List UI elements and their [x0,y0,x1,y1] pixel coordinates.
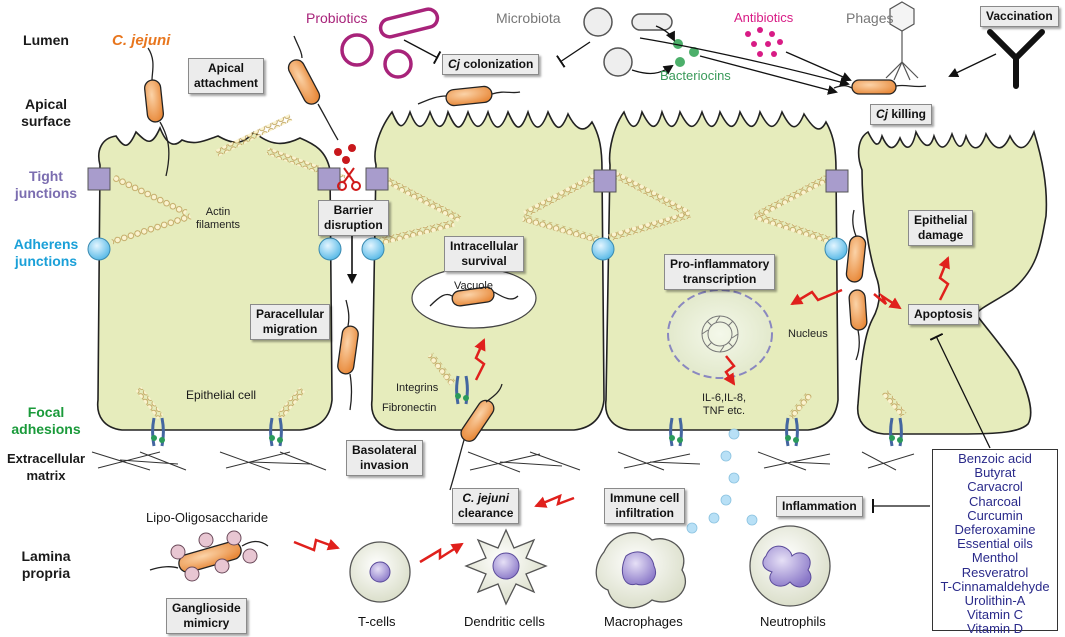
phage-icon [885,1,919,81]
label-t-cells: T-cells [358,614,396,629]
label-neutrophils: Neutrophils [760,614,826,629]
label-phages: Phages [846,10,894,26]
cj-killing-rest: killing [888,107,927,121]
label-antibiotics: Antibiotics [734,10,794,25]
epithelial-cell-1 [96,125,333,431]
bacteriocins-icon [673,39,699,67]
label-macrophages: Macrophages [604,614,683,629]
compound-item: Deferoxamine [954,522,1036,538]
compound-item: Resveratrol [961,564,1029,580]
compounds-list: Benzoic acid Butyrat Carvacrol Charcoal … [932,449,1058,636]
actin-filaments [111,114,907,420]
compound-item: Benzoic acid [958,451,1032,466]
label-bacteriocins: Bacteriocins [660,68,731,83]
label-actin-filaments: Actin filaments [196,206,241,231]
dendritic-cell-icon [464,528,548,606]
microbiota-icon [583,7,673,77]
label-epithelial-cell: Epithelial cell [186,388,257,402]
box-cj-killing: Cj killing [870,104,933,125]
compound-item: T-Cinnamaldehyde [940,578,1050,594]
probiotics-icon [340,7,440,79]
tight-junctions [87,167,849,193]
label-lamina-propria: Lamina propria [21,548,71,581]
antibiotics-arrow [785,51,852,82]
compound-item: Menthol [971,550,1019,566]
lipo-oligosaccharide-beads [170,530,258,582]
cj-colonization-prefix: Cj [448,57,460,71]
box-c-jejuni-clearance: C. jejuni clearance [452,488,520,524]
c-jejuni-clearance-prefix: C. jejuni [462,491,510,505]
box-cj-colonization: Cj colonization [442,54,540,75]
box-epithelial-damage: Epithelial damage [908,210,974,246]
epithelial-cell-4-damaged [856,129,1048,435]
macrophage-icon [595,532,687,609]
c-jejuni-clearance-rest: clearance [458,506,514,520]
box-inflammation: Inflammation [776,496,863,517]
scissors-icon [337,167,361,191]
compound-item: Curcumin [967,507,1023,523]
dna-helix [701,315,739,353]
c-jejuni-bacteria [143,35,927,573]
t-cell-icon [349,541,411,603]
antibody-icon [987,29,1045,89]
label-lumen: Lumen [23,32,69,48]
box-apical-attachment: Apical attachment [188,58,265,94]
nucleus [667,289,773,379]
cytokine-bubbles [686,428,758,534]
red-signal-arrows [293,256,950,564]
integrins [151,375,903,447]
compounds-inhibit-apoptosis [929,332,991,449]
microbiota-inhibit-line [556,41,591,68]
compound-item: Butyrat [974,465,1016,481]
label-tight-junctions: Tight junctions [14,168,78,201]
cj-killing-prefix: Cj [876,107,888,121]
label-vacuole: Vacuole [454,280,493,292]
box-apoptosis: Apoptosis [908,304,979,325]
label-nucleus: Nucleus [788,328,828,340]
label-fibronectin: Fibronectin [382,402,437,414]
bacteriocins-arrows [631,25,850,95]
label-lipo-oligosaccharide: Lipo-Oligosaccharide [146,510,269,525]
extracellular-matrix [91,451,915,473]
vaccination-arrow [948,53,997,78]
compound-item: Vitamin C [966,607,1024,623]
compound-item: Urolithin-A [964,593,1026,609]
probiotics-inhibit-line [403,39,442,65]
box-barrier-disruption: Barrier disruption [318,200,389,236]
label-c-jejuni: C. jejuni [112,32,171,49]
label-extracellular-matrix: Extracellular matrix [6,451,86,483]
label-dendritic-cells: Dendritic cells [464,614,545,629]
neutrophil-icon [749,525,831,607]
label-microbiota: Microbiota [496,10,561,26]
label-focal-adhesions: Focal adhesions [11,404,81,437]
compound-item: Charcoal [968,493,1022,509]
box-immune-cell-infiltration: Immune cell infiltration [604,488,686,524]
compound-item: Essential oils [957,536,1033,552]
box-intracellular-survival: Intracellular survival [444,236,525,272]
compound-item: Vitamin D [966,621,1024,637]
label-apical-surface: Apical surface [21,96,71,129]
toxin-drops [334,144,356,164]
box-paracellular-migration: Paracellular migration [250,304,331,340]
box-vaccination: Vaccination [980,6,1059,27]
label-probiotics: Probiotics [306,10,368,26]
label-adherens-junctions: Adherens junctions [13,236,79,269]
compound-item: Carvacrol [967,479,1023,495]
antibiotics-icon [745,27,783,57]
cj-colonization-rest: colonization [460,57,534,71]
adherens-junctions [87,237,848,261]
box-ganglioside-mimicry: Ganglioside mimicry [166,598,247,634]
box-basolateral-invasion: Basolateral invasion [346,440,423,476]
box-pro-inflammatory-transcription: Pro-inflammatory transcription [664,254,776,290]
label-integrins: Integrins [396,382,439,394]
label-cytokines: IL-6,IL-8, TNF etc. [702,392,747,417]
